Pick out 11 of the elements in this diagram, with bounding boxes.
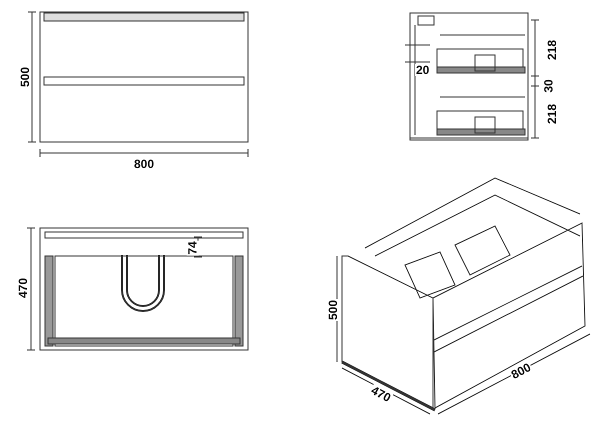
dimension-label: 470 (368, 384, 394, 404)
dimension-label: 218 (546, 102, 558, 126)
dimension-label: 218 (546, 38, 558, 62)
dimension-label: 500 (327, 298, 340, 322)
dimension-label: 470 (17, 276, 30, 300)
dimension-label: 800 (133, 158, 156, 170)
dimension-label: 30 (542, 78, 555, 94)
dimension-label: 74 (186, 240, 199, 256)
dimension-label: 500 (19, 66, 32, 88)
dimension-label: 20 (415, 64, 430, 76)
dimension-label: 800 (508, 360, 534, 382)
